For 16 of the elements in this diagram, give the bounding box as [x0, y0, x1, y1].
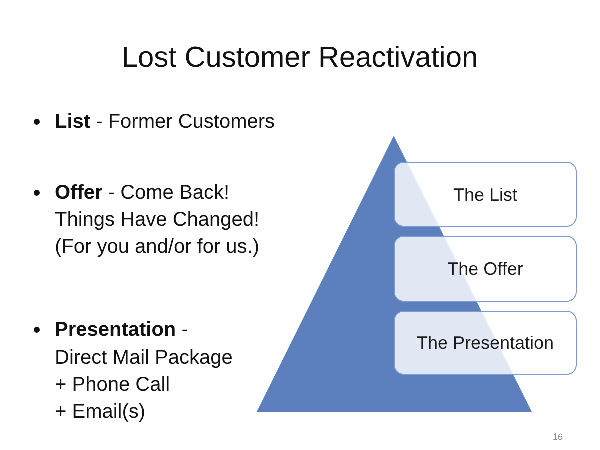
list-text: Direct Mail Package [55, 346, 233, 370]
bullet-text: Presentation - [55, 318, 188, 342]
page-number: 16 [553, 432, 564, 443]
bullet-text: Offer - Come Back! [55, 181, 230, 205]
bullet-text: List - Former Customers [55, 110, 276, 134]
level-label: The Presentation [416, 332, 554, 354]
list-text: (For you and/or for us.) [55, 235, 260, 259]
list-text: Things Have Changed! [55, 208, 260, 232]
level-label: The List [453, 184, 518, 206]
level-label: The Offer [448, 258, 524, 280]
pyramid-level-box [394, 236, 577, 302]
list-text: + Email(s) [55, 400, 146, 424]
list-text: + Phone Call [55, 373, 170, 397]
slide-title: Lost Customer Reactivation [120, 41, 480, 76]
pyramid-level-box [394, 311, 577, 375]
pyramid-level-box [394, 162, 577, 227]
